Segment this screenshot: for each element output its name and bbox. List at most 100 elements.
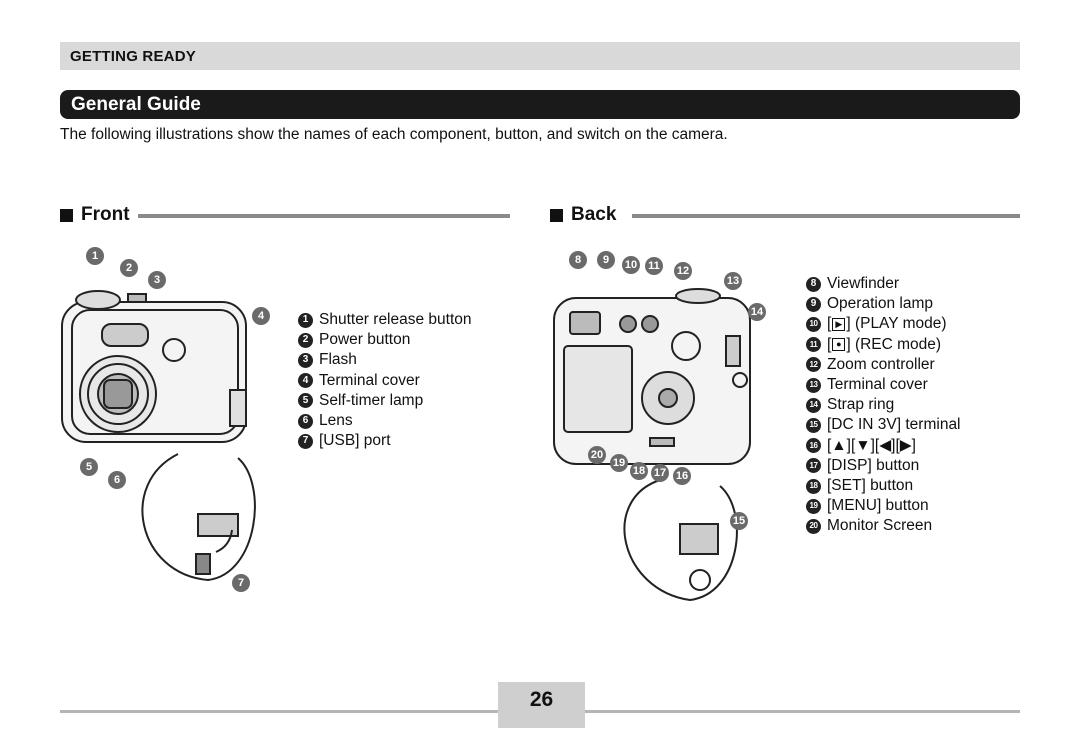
legend-label: Lens xyxy=(319,412,353,430)
callout-6: 6 xyxy=(108,471,126,489)
number-badge: 4 xyxy=(298,373,313,389)
legend-label: Strap ring xyxy=(827,396,895,414)
camera-icon: ● xyxy=(832,338,846,352)
legend-item: 7 [USB] port xyxy=(298,431,472,451)
number-badge: 7 xyxy=(298,433,313,449)
legend-label: Zoom controller xyxy=(827,355,935,373)
legend-label: Power button xyxy=(319,331,411,349)
number-badge: 1 xyxy=(298,312,313,328)
callout-2: 2 xyxy=(120,259,138,277)
legend-item: 6 Lens xyxy=(298,411,472,431)
back-heading: Back xyxy=(550,204,616,226)
callout-7: 7 xyxy=(232,574,250,592)
callout-12: 12 xyxy=(674,262,692,280)
number-badge: 9 xyxy=(806,296,821,312)
number-badge: 8 xyxy=(806,276,821,292)
callout-3: 3 xyxy=(148,271,166,289)
legend-item: 10[▶] (PLAY mode) xyxy=(806,314,961,334)
number-badge: 15 xyxy=(806,418,821,434)
page-number: 26 xyxy=(529,688,554,711)
number-badge: 19 xyxy=(806,498,821,514)
intro-text: The following illustrations show the nam… xyxy=(60,126,728,143)
chapter-header-label: GETTING READY xyxy=(70,48,196,65)
callout-20: 20 xyxy=(588,446,606,464)
callout-14: 14 xyxy=(748,303,766,321)
section-title-bar: General Guide xyxy=(60,90,1020,119)
legend-label: Viewfinder xyxy=(827,275,900,292)
legend-item: 11[●] (REC mode) xyxy=(806,335,961,355)
callout-4: 4 xyxy=(252,307,270,325)
legend-label: [DISP] button xyxy=(827,456,920,474)
number-badge: 11 xyxy=(806,337,821,353)
number-badge: 10 xyxy=(806,317,821,332)
legend-label: [MENU] button xyxy=(827,497,929,515)
back-heading-rule xyxy=(632,214,1020,218)
chapter-header: GETTING READY xyxy=(60,42,1020,70)
number-badge: 18 xyxy=(806,478,821,494)
number-badge: 5 xyxy=(298,393,313,409)
callout-15: 15 xyxy=(730,512,748,530)
legend-item: 12 Zoom controller xyxy=(806,355,961,375)
callout-8: 8 xyxy=(569,251,587,269)
play-icon: ▶ xyxy=(832,318,846,331)
legend-label: Monitor Screen xyxy=(827,517,933,535)
number-badge: 2 xyxy=(298,332,313,348)
legend-item: 14 Strap ring xyxy=(806,395,961,415)
legend-label: Shutter release button xyxy=(319,311,472,328)
front-heading: Front xyxy=(60,204,130,226)
legend-item: 5 Self-timer lamp xyxy=(298,391,472,411)
square-bullet-icon xyxy=(550,208,563,222)
legend-item: 9 Operation lamp xyxy=(806,294,961,314)
callout-5: 5 xyxy=(80,458,98,476)
legend-label: (PLAY mode) xyxy=(854,315,947,333)
callout-13: 13 xyxy=(724,272,742,290)
number-badge: 16 xyxy=(806,438,821,454)
callout-16: 16 xyxy=(673,467,691,485)
square-bullet-icon xyxy=(60,208,73,222)
number-badge: 13 xyxy=(806,377,821,393)
callout-11: 11 xyxy=(645,257,663,275)
legend-label: Operation lamp xyxy=(827,295,933,313)
legend-item: 19 [MENU] button xyxy=(806,496,961,516)
back-legend: 8 Viewfinder 9 Operation lamp 10[▶] (PLAY … xyxy=(806,274,961,537)
number-badge: 6 xyxy=(298,413,313,429)
number-badge: 17 xyxy=(806,458,821,474)
legend-item: 17 [DISP] button xyxy=(806,456,961,476)
callout-19: 19 xyxy=(610,454,628,472)
legend-label: (REC mode) xyxy=(854,335,942,353)
legend-label: Terminal cover xyxy=(319,371,420,389)
legend-label: Flash xyxy=(319,351,357,369)
legend-item: 2 Power button xyxy=(298,330,472,350)
legend-label: [USB] port xyxy=(319,432,391,450)
legend-label: Self-timer lamp xyxy=(319,391,424,409)
legend-label: [SET] button xyxy=(827,477,914,495)
page-number-box: 26 xyxy=(498,682,585,728)
back-heading-label: Back xyxy=(571,204,617,225)
legend-item: 1 Shutter release button xyxy=(298,310,472,330)
callout-1: 1 xyxy=(86,247,104,265)
legend-label: [▲][▼][◀][▶] xyxy=(827,436,916,454)
legend-label: Terminal cover xyxy=(827,376,928,394)
number-badge: 3 xyxy=(298,353,313,368)
section-title: General Guide xyxy=(71,94,201,115)
front-camera-illustration xyxy=(61,290,256,582)
legend-item: 3 Flash xyxy=(298,350,472,370)
callout-17: 17 xyxy=(651,464,669,482)
legend-item: 8 Viewfinder xyxy=(806,274,961,294)
number-badge: 20 xyxy=(806,519,821,535)
legend-label: [DC IN 3V] terminal xyxy=(827,416,961,434)
callout-10: 10 xyxy=(622,256,640,274)
legend-item: 13 Terminal cover xyxy=(806,375,961,395)
legend-item: 18 [SET] button xyxy=(806,476,961,496)
legend-item: 16 [▲][▼][◀][▶] xyxy=(806,436,961,456)
number-badge: 12 xyxy=(806,357,821,373)
callout-9: 9 xyxy=(597,251,615,269)
legend-item: 15 [DC IN 3V] terminal xyxy=(806,415,961,435)
number-badge: 14 xyxy=(806,397,821,413)
legend-item: 4 Terminal cover xyxy=(298,371,472,391)
front-heading-rule xyxy=(138,214,510,218)
callout-18: 18 xyxy=(630,462,648,480)
back-camera-illustration xyxy=(553,288,751,602)
front-heading-label: Front xyxy=(81,204,130,225)
